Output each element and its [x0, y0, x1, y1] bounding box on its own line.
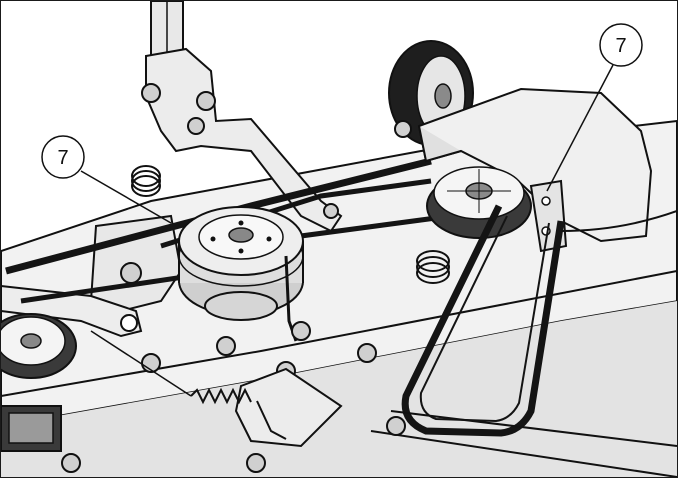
front-mount-plate: [234, 367, 343, 448]
right-idler-pulley: [426, 166, 532, 239]
deck-bolt: [216, 336, 236, 356]
callout-circle: [599, 23, 643, 67]
lower-left-mechanism: [1, 405, 81, 473]
wheel-axle-bolt: [394, 120, 412, 138]
belt-loop-right: [401, 204, 565, 437]
coil-spring-upper: [131, 165, 161, 197]
deck-bolt: [357, 343, 377, 363]
callout-circle: [41, 135, 85, 179]
shield-bolt: [541, 196, 551, 206]
shield-flange: [418, 125, 462, 163]
bracket-bolt: [323, 203, 339, 219]
deck-right-edge: [560, 210, 677, 232]
bracket-bolt: [196, 91, 216, 111]
deck-rim-lower: [1, 270, 677, 397]
drive-belt-upper: [5, 157, 432, 275]
callout-leader-line: [546, 64, 614, 192]
tension-spring: [90, 330, 287, 440]
deck-bolt: [291, 321, 311, 341]
coil-spring-mid: [416, 250, 450, 284]
lower-right-arm: [370, 410, 677, 477]
bracket-bolt: [141, 83, 161, 103]
left-idler-pulley: [1, 313, 77, 379]
callout-label: 7: [57, 147, 68, 169]
bracket-bolt: [120, 262, 142, 284]
plate-bolt: [246, 453, 266, 473]
callout-label: 7: [615, 35, 626, 57]
spindle-housing: [204, 291, 278, 321]
bracket-bolt: [187, 117, 205, 135]
idler-arm-pivot: [120, 314, 138, 332]
arm-bolt: [386, 416, 406, 436]
callout-leader-line: [80, 170, 172, 224]
